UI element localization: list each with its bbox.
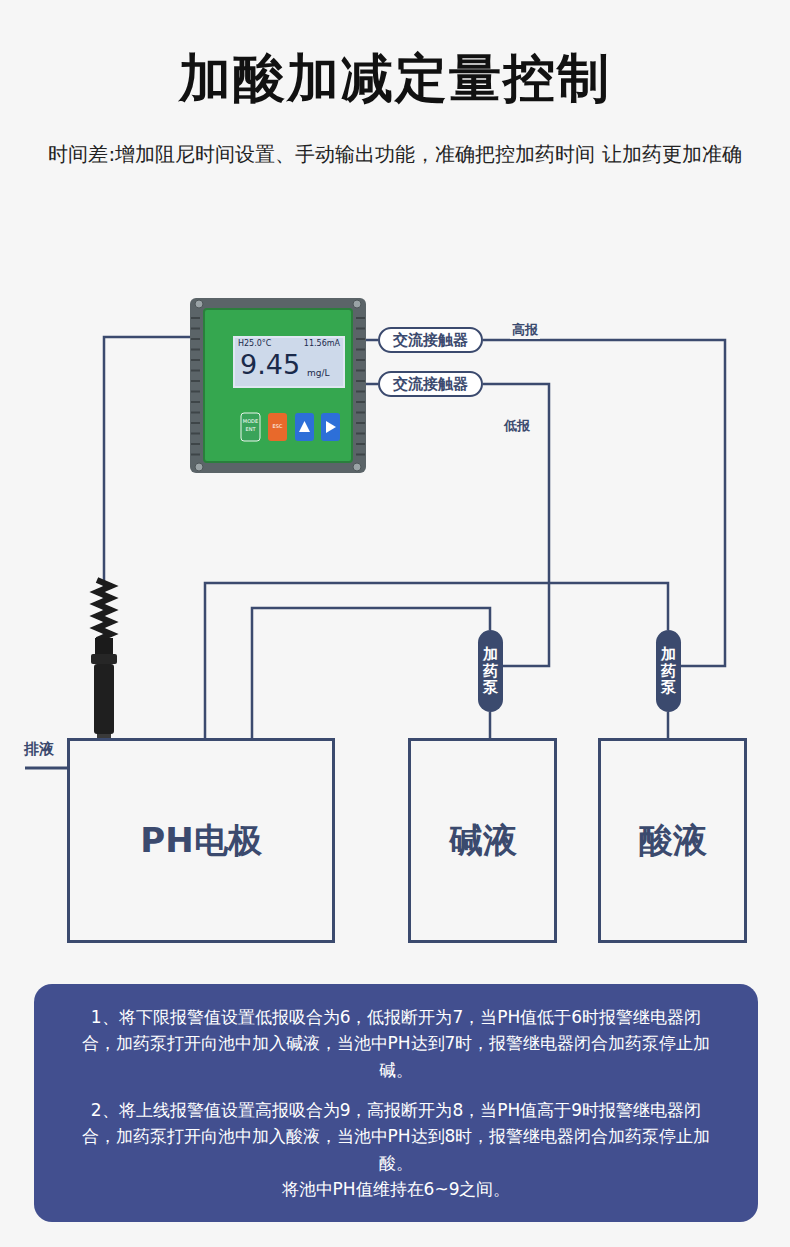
lcd-value: 9.45 [240,351,300,378]
screws [195,300,361,471]
tank-box: 碱液 [408,738,557,943]
right-button [321,413,340,441]
lcd-current: 11.56mA [304,340,340,348]
mode-button [241,413,260,441]
edge-label: 低报 [502,417,532,435]
connector-line [104,337,190,738]
tank-label: PH电极 [140,818,261,864]
connector-line [205,583,668,738]
info-label: 将池中PH值维持在6~9之间。 [282,1176,511,1202]
tank-label: 碱液 [449,818,517,864]
button-text: ENT [241,427,260,433]
pump-pill: 加药泵 [656,630,681,712]
connector-line [489,712,492,738]
connector-line [366,383,378,386]
drain-label: 排液 [24,741,68,758]
connector-line [366,339,378,342]
pump-label: 加药泵 [483,646,498,696]
subtitle: 时间差:增加阻尼时间设置、手动输出功能，准确把控加药时间 让加药更加准确 [40,140,750,168]
connector-line [252,608,490,738]
contactor-label: 交流接触器 [393,331,468,350]
button-text: ESC [268,424,287,430]
controller-housing [190,298,366,473]
pump-pill: 加药泵 [478,630,503,712]
edge-label: 高报 [510,321,540,339]
connector-line [667,712,670,738]
connector-line [483,384,549,666]
up-icon [299,421,310,432]
lcd-temp: H25.0°C [238,340,271,348]
drain-pipe [25,767,67,770]
connector-line [483,340,725,666]
info-label: 1、将下限报警值设置低报吸合为6，低报断开为7，当PH值低于6时报警继电器闭合，… [78,1004,714,1083]
info-panel: 1、将下限报警值设置低报吸合为6，低报断开为7，当PH值低于6时报警继电器闭合，… [34,984,758,1222]
right-icon [326,421,336,433]
esc-button [268,413,287,441]
tank-box: 酸液 [598,738,747,943]
tank-label: 酸液 [639,818,707,864]
lcd-unit: mg/L [307,369,330,378]
pump-label: 加药泵 [661,646,676,696]
contactor-pill: 交流接触器 [378,327,483,353]
title: 加酸加减定量控制 [0,44,790,114]
contactor-pill: 交流接触器 [378,371,483,397]
lcd-screen: H25.0°C 11.56mA 9.45 mg/L [233,336,345,388]
tank-box: PH电极 [67,738,335,943]
controller-face [204,309,352,462]
contactor-label: 交流接触器 [393,375,468,394]
ph-electrode [91,580,117,760]
button-text: MODE [241,419,260,425]
info-label: 2、将上线报警值设置高报吸合为9，高报断开为8，当PH值高于9时报警继电器闭合，… [78,1097,714,1176]
up-button [295,413,314,441]
controller-display: H25.0°C 11.56mA 9.45 mg/L [190,298,366,473]
